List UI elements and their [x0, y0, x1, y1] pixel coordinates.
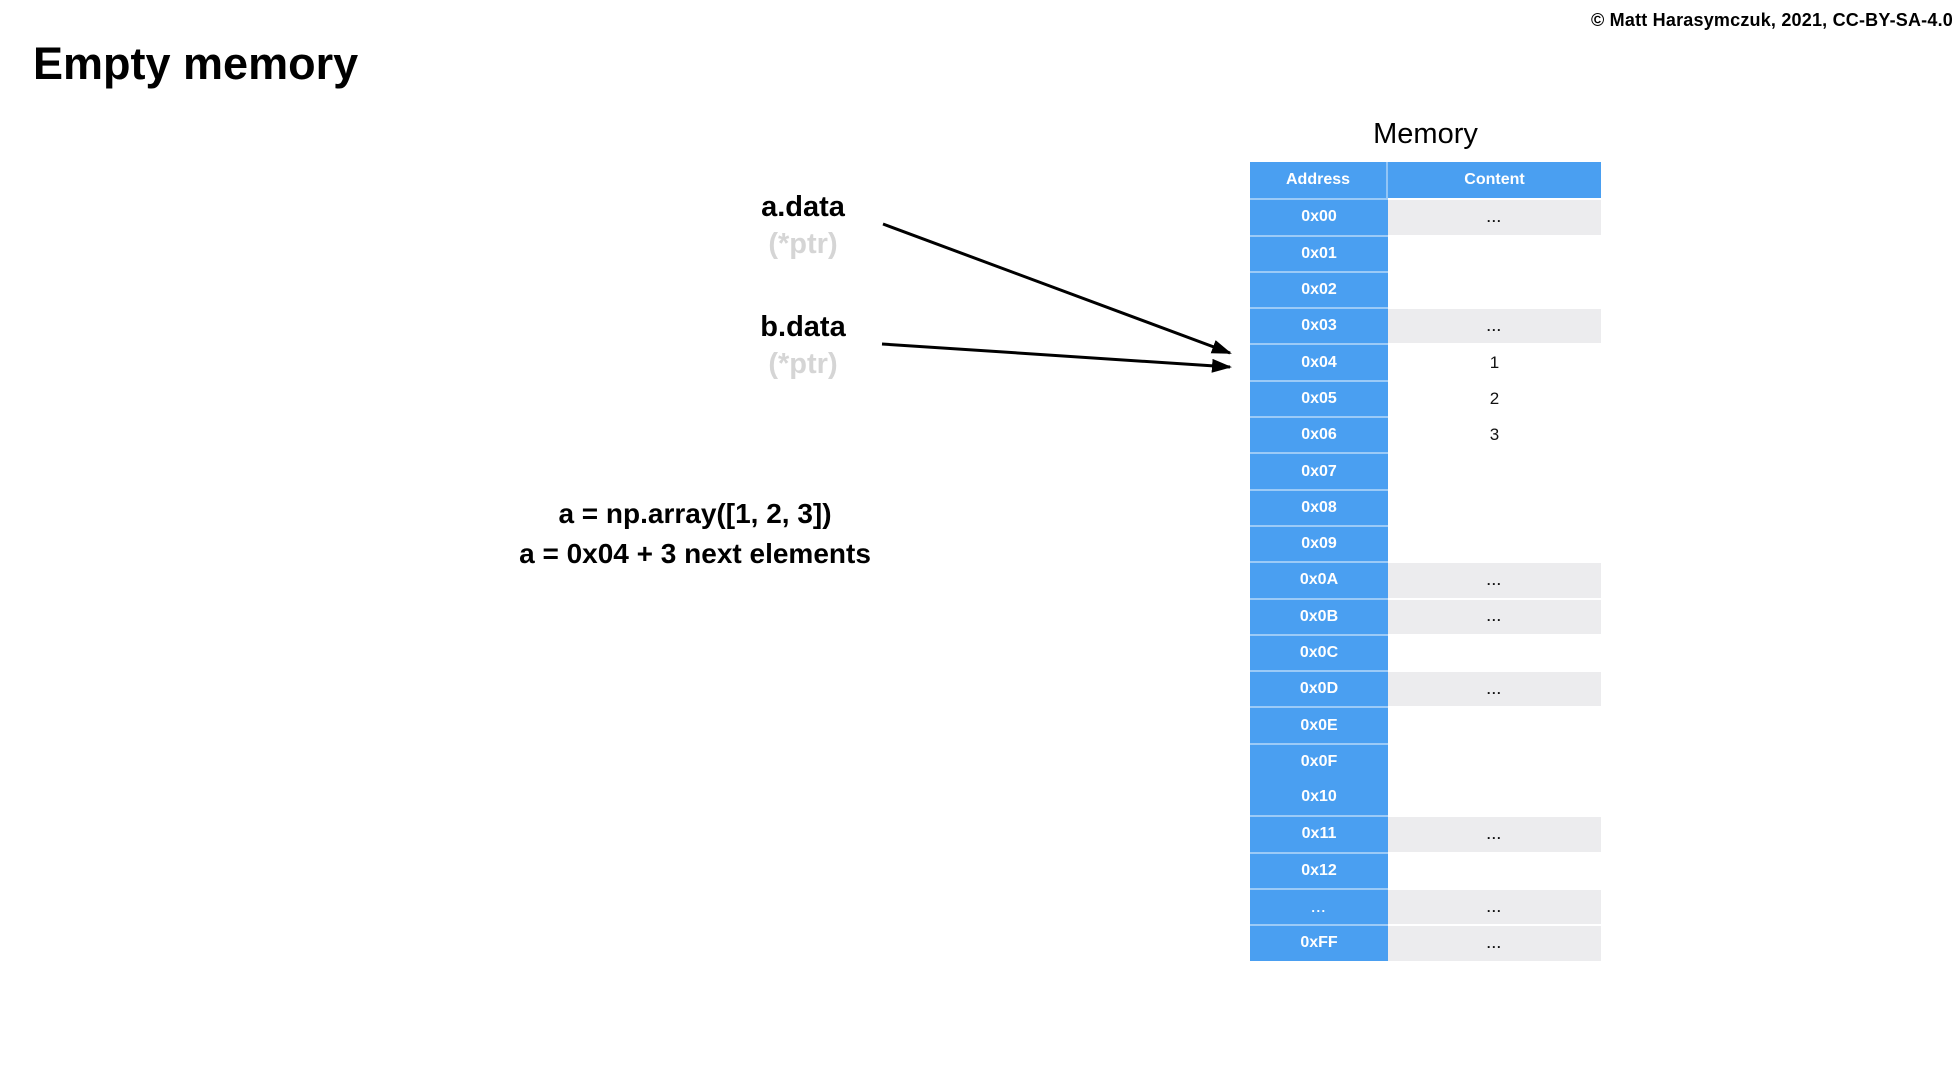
content-cell [1388, 779, 1601, 816]
table-row: 0x01 [1250, 234, 1601, 271]
table-row: 0x07 [1250, 452, 1601, 489]
table-row: 0x00... [1250, 198, 1601, 235]
pointer-a-name: a.data [761, 191, 845, 223]
pointer-label-b: b.data (*ptr) [718, 309, 888, 383]
content-cell: ... [1388, 198, 1601, 235]
table-row: 0x0D... [1250, 670, 1601, 707]
address-cell: 0x02 [1250, 270, 1388, 308]
address-cell: 0x05 [1250, 379, 1388, 417]
table-row: 0x09 [1250, 524, 1601, 562]
copyright-notice: © Matt Harasymczuk, 2021, CC-BY-SA-4.0 [1591, 10, 1953, 30]
content-cell [1388, 633, 1601, 671]
address-cell: 0x0A [1250, 561, 1388, 598]
table-row: 0x0B... [1250, 597, 1601, 634]
content-cell [1388, 452, 1601, 489]
address-cell: 0x08 [1250, 488, 1388, 525]
table-row: 0x0C [1250, 633, 1601, 671]
pointer-arrows [881, 222, 1232, 373]
address-cell: 0x0D [1250, 670, 1388, 707]
table-row: 0x0E [1250, 706, 1601, 743]
content-cell: ... [1388, 924, 1601, 961]
address-cell: 0x09 [1250, 524, 1388, 562]
content-cell [1388, 524, 1601, 562]
content-cell [1388, 851, 1601, 888]
content-cell [1388, 742, 1601, 780]
code-line-1: a = np.array([1, 2, 3]) [558, 498, 832, 529]
table-row: 0x03... [1250, 307, 1601, 344]
pointer-a-ptr-note: (*ptr) [768, 228, 838, 260]
address-cell: 0x06 [1250, 416, 1388, 453]
code-line-2: a = 0x04 + 3 next elements [519, 538, 871, 569]
content-cell [1388, 706, 1601, 743]
content-cell: ... [1388, 670, 1601, 707]
memory-table-title: Memory [1373, 118, 1478, 150]
arrow-a-to-0x04 [882, 222, 1232, 355]
column-header-address: Address [1250, 162, 1388, 199]
address-cell: 0x01 [1250, 234, 1388, 271]
table-row: 0xFF... [1250, 924, 1601, 961]
content-cell: ... [1388, 307, 1601, 344]
address-cell: 0x00 [1250, 198, 1388, 235]
content-cell: ... [1388, 815, 1601, 852]
content-cell: ... [1388, 597, 1601, 634]
table-row: ...... [1250, 887, 1601, 925]
table-row: 0x11... [1250, 815, 1601, 852]
address-cell: ... [1250, 887, 1388, 925]
address-cell: 0x03 [1250, 307, 1388, 344]
page-title: Empty memory [33, 38, 359, 89]
column-header-content: Content [1388, 162, 1601, 199]
content-cell: ... [1388, 561, 1601, 598]
content-cell: 3 [1388, 416, 1601, 453]
pointer-b-ptr-note: (*ptr) [768, 348, 838, 380]
address-cell: 0x0C [1250, 633, 1388, 671]
arrow-b-to-0x04 [881, 342, 1232, 373]
table-row: 0x12 [1250, 851, 1601, 888]
table-row: 0x10 [1250, 779, 1601, 816]
table-row: 0x02 [1250, 270, 1601, 308]
table-row: 0x0A... [1250, 561, 1601, 598]
code-annotation: a = np.array([1, 2, 3]) a = 0x04 + 3 nex… [345, 494, 1045, 574]
table-header-row: Address Content [1250, 162, 1601, 199]
content-cell [1388, 270, 1601, 308]
pointer-label-a: a.data (*ptr) [718, 189, 888, 263]
address-cell: 0x12 [1250, 851, 1388, 888]
address-cell: 0x0E [1250, 706, 1388, 743]
address-cell: 0x11 [1250, 815, 1388, 852]
pointer-b-name: b.data [760, 311, 846, 343]
address-cell: 0x0B [1250, 597, 1388, 634]
content-cell [1388, 488, 1601, 525]
content-cell [1388, 234, 1601, 271]
content-cell: 1 [1388, 343, 1601, 380]
table-row: 0x08 [1250, 488, 1601, 525]
address-cell: 0x07 [1250, 452, 1388, 489]
address-cell: 0x0F [1250, 742, 1388, 780]
content-cell: 2 [1388, 379, 1601, 417]
table-row: 0x0F [1250, 742, 1601, 780]
address-cell: 0x04 [1250, 343, 1388, 380]
address-cell: 0xFF [1250, 924, 1388, 961]
address-cell: 0x10 [1250, 779, 1388, 816]
content-cell: ... [1388, 887, 1601, 925]
